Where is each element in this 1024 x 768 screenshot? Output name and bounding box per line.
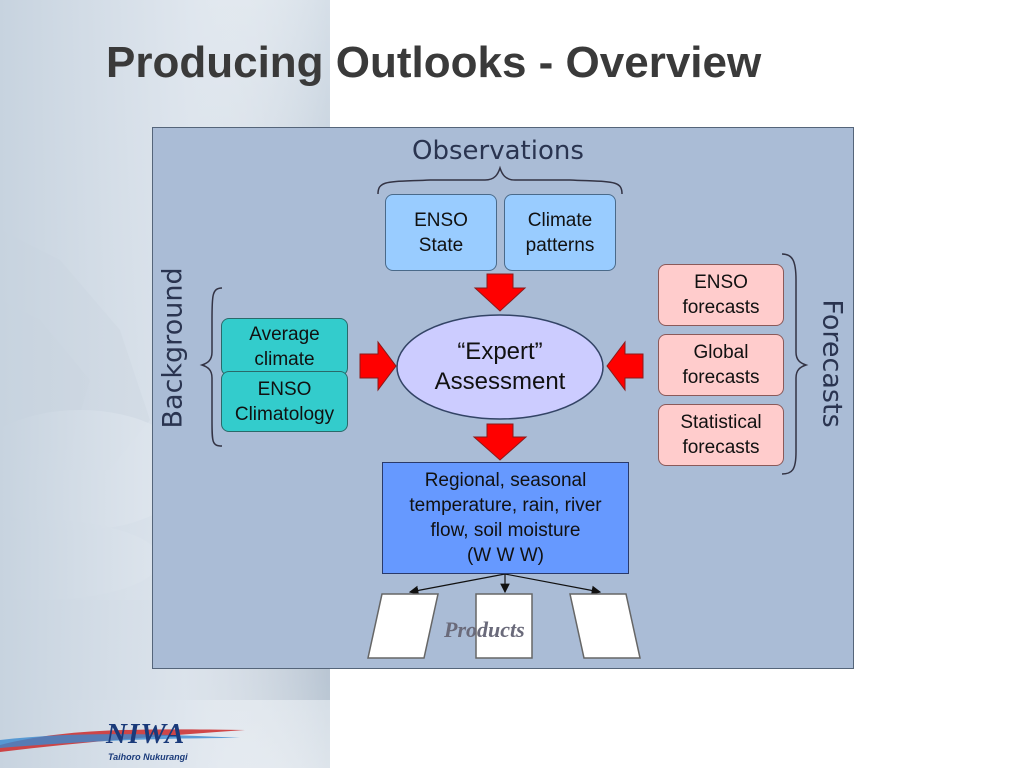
enso-forecasts-text: ENSO forecasts: [682, 272, 760, 318]
forecasts-brace: [781, 253, 809, 475]
arrow-right-background: [359, 340, 397, 392]
logo-swoosh-red: [0, 729, 245, 752]
statistical-forecasts-box: Statistical forecasts: [658, 404, 784, 466]
arrow-down-result: [472, 423, 528, 461]
average-climate-text: Average climate: [249, 324, 320, 370]
background-label: Background: [157, 267, 189, 429]
logo-swoosh-blue: [0, 734, 240, 748]
background-brace: [199, 287, 223, 447]
arrow-to-product-left: [408, 573, 506, 596]
niwa-logo-subtitle: Taihoro Nukurangi: [108, 752, 188, 762]
enso-climatology-box: ENSO Climatology: [221, 371, 348, 432]
products-label: Products: [444, 617, 525, 642]
arrow-down-observations: [473, 273, 527, 312]
global-forecasts-box: Global forecasts: [658, 334, 784, 396]
climate-patterns-text: Climate patterns: [525, 209, 595, 256]
global-forecasts-text: Global forecasts: [682, 342, 760, 388]
climate-patterns-box: Climate patterns: [504, 194, 616, 271]
expert-assessment-label: “Expert” Assessment: [434, 338, 566, 395]
product-shape-right: [569, 593, 641, 659]
enso-state-text: ENSO State: [414, 209, 468, 256]
arrow-to-product-right: [504, 573, 602, 596]
enso-state-box: ENSO State: [385, 194, 497, 271]
enso-forecasts-box: ENSO forecasts: [658, 264, 784, 326]
product-shape-left: [367, 593, 439, 659]
result-box: Regional, seasonal temperature, rain, ri…: [382, 462, 629, 574]
expert-assessment-text: “Expert” Assessment: [397, 315, 603, 419]
niwa-logo-text: NIWA: [106, 718, 186, 750]
arrow-left-forecasts: [606, 340, 644, 392]
observations-label: Observations: [412, 136, 584, 166]
slide-title: Producing Outlooks - Overview: [106, 38, 762, 87]
forecasts-label: Forecasts: [816, 299, 848, 428]
observations-brace: [377, 165, 623, 195]
product-shape-middle: [475, 593, 533, 659]
enso-climatology-text: ENSO Climatology: [234, 378, 335, 425]
average-climate-box: Average climate: [221, 318, 348, 376]
result-text: Regional, seasonal temperature, rain, ri…: [409, 470, 602, 566]
statistical-forecasts-text: Statistical forecasts: [680, 412, 762, 458]
expert-assessment-ellipse: [396, 314, 604, 420]
